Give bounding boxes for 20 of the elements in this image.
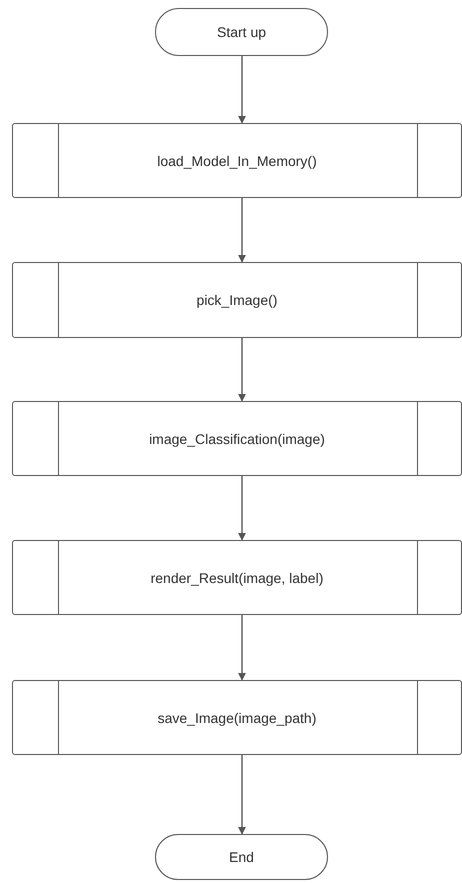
arrow: [238, 198, 246, 263]
arrow: [238, 338, 246, 402]
terminator-pill: [155, 8, 328, 56]
predefined-process-box: [12, 123, 462, 198]
arrow: [238, 755, 246, 835]
node-label: image_Classification(image): [148, 430, 326, 446]
arrow: [238, 476, 246, 541]
node-label: End: [228, 849, 255, 865]
predefined-process-box: [12, 262, 462, 338]
predefined-process-box: [12, 680, 462, 755]
node-label: Start up: [216, 24, 268, 40]
node-label: render_Result(image, label): [150, 570, 324, 586]
node-label: load_Model_In_Memory(): [156, 152, 318, 168]
terminator-pill: [155, 834, 328, 880]
arrow: [238, 56, 246, 124]
predefined-process-box: [12, 401, 462, 476]
node-label: pick_Image(): [196, 292, 278, 308]
node-label: save_Image(image_path): [156, 710, 318, 726]
arrow: [238, 615, 246, 681]
predefined-process-box: [12, 540, 462, 615]
